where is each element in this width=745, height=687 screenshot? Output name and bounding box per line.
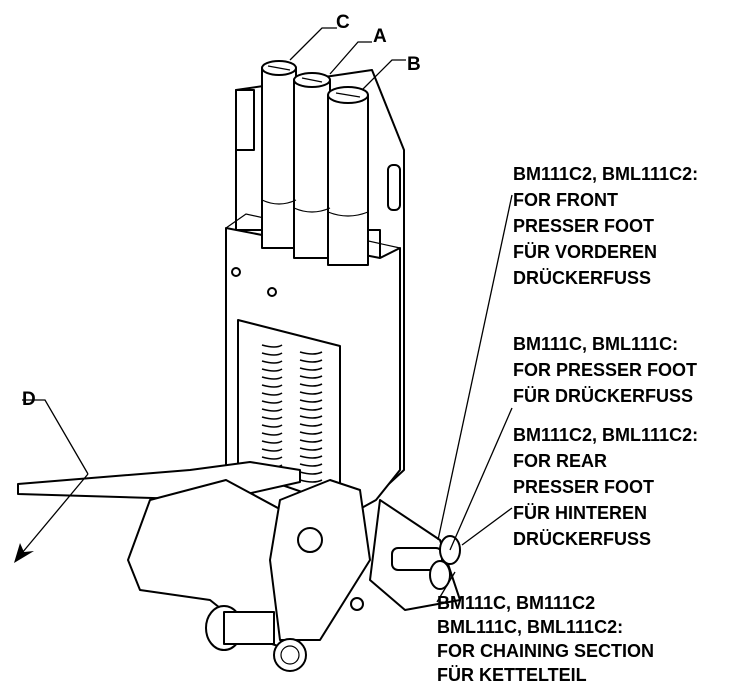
note-rear-line-1: BM111C2, BML111C2:: [513, 425, 698, 445]
note-front-line-3: PRESSER FOOT: [513, 216, 654, 236]
arrow-head-icon: [14, 543, 34, 563]
part-letters: C A B D: [22, 12, 421, 410]
rod-b-slot: [335, 92, 361, 98]
note-rear-line-2: FOR REAR: [513, 451, 607, 471]
note-chaining-line-4: FÜR KETTELTEIL: [437, 665, 587, 682]
rod-b: [327, 86, 369, 266]
bottom-assembly: [127, 479, 461, 672]
label-d: D: [22, 389, 36, 410]
link-pin: [297, 527, 323, 553]
note-front-line-4: FÜR VORDEREN: [513, 242, 657, 262]
leader-front: [437, 194, 513, 541]
note-presser-line-3: FÜR DRÜCKERFUSS: [513, 386, 693, 406]
arrow-shaft: [21, 473, 89, 554]
screw-hole-left: [231, 267, 241, 277]
rod-a-slot: [301, 77, 323, 83]
rod-a-body: [293, 79, 331, 259]
leader-a: [329, 41, 372, 75]
spring-left: [261, 344, 283, 468]
note-chaining-line-2: BML111C, BML111C2:: [437, 617, 623, 637]
note-presser-line-1: BM111C, BML111C:: [513, 334, 678, 354]
leader-presser: [449, 407, 513, 551]
rod-collars: [261, 199, 369, 217]
small-hole: [350, 597, 364, 611]
label-b: B: [407, 54, 421, 75]
leader-chaining: [436, 571, 456, 603]
note-rear-line-5: DRÜCKERFUSS: [513, 529, 651, 549]
rod-c-body: [261, 67, 297, 249]
note-front-line-2: FOR FRONT: [513, 190, 618, 210]
rod-c: [261, 60, 297, 249]
spring-right: [299, 351, 323, 483]
leader-lines: [14, 27, 513, 603]
pin-lower: [429, 560, 451, 590]
rear-plate-slot-right: [387, 164, 401, 211]
springs: [261, 344, 323, 483]
screw-hole-right: [267, 287, 277, 297]
leader-b: [361, 59, 406, 91]
label-a: A: [373, 26, 387, 47]
note-rear-line-3: PRESSER FOOT: [513, 477, 654, 497]
note-chaining-line-3: FOR CHAINING SECTION: [437, 641, 654, 661]
note-chaining-line-1: BM111C, BM111C2: [437, 593, 595, 613]
note-presser: BM111C, BML111C: FOR PRESSER FOOT FÜR DR…: [513, 334, 697, 406]
note-front-line-5: DRÜCKERFUSS: [513, 268, 651, 288]
note-presser-line-2: FOR PRESSER FOOT: [513, 360, 697, 380]
note-front: BM111C2, BML111C2: FOR FRONT PRESSER FOO…: [513, 164, 698, 288]
rear-plate-slot-left: [235, 89, 255, 151]
leader-rear: [461, 507, 513, 546]
roller-shaft: [223, 611, 275, 645]
note-rear: BM111C2, BML111C2: FOR REAR PRESSER FOOT…: [513, 425, 698, 549]
note-chaining: BM111C, BM111C2 BML111C, BML111C2: FOR C…: [437, 593, 654, 685]
note-front-line-1: BM111C2, BML111C2:: [513, 164, 698, 184]
rods: [261, 60, 369, 266]
label-c: C: [336, 12, 350, 33]
pivot-pin-inner: [280, 645, 300, 665]
leader-d: [22, 399, 89, 475]
foot-link: [269, 479, 371, 641]
rod-c-slot: [267, 65, 291, 71]
leader-c: [289, 27, 337, 61]
pivot-pin: [273, 638, 307, 672]
note-rear-line-4: FÜR HINTEREN: [513, 503, 647, 523]
rod-b-body: [327, 94, 369, 266]
rod-a: [293, 72, 331, 259]
